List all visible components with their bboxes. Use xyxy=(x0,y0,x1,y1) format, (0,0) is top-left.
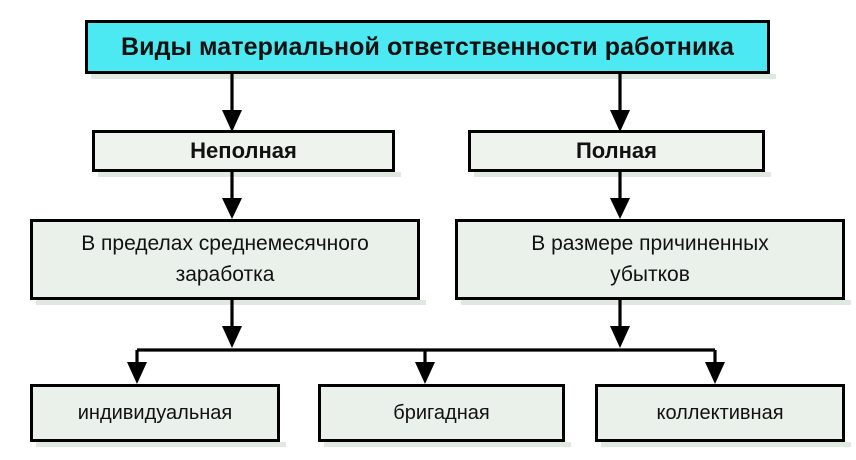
node-avg-earnings: В пределах среднемесячного заработка xyxy=(30,219,420,300)
node-complete-label: Полная xyxy=(575,138,658,164)
shadow-incomplete xyxy=(98,172,401,177)
node-actual-damages-line2: убытков xyxy=(610,262,690,286)
node-brigade-label: бригадная xyxy=(393,401,490,424)
node-collective-label: коллективная xyxy=(656,401,784,424)
node-avg-earnings-line2: заработка xyxy=(175,262,275,286)
arrowhead-avg-to-bar xyxy=(222,326,242,348)
shadow-avg-earnings xyxy=(36,300,426,305)
shadow-title xyxy=(91,74,776,79)
node-individual-label: индивидуальная xyxy=(77,401,233,424)
node-avg-earnings-line1: В пределах среднемесячного xyxy=(81,232,369,256)
arrowhead-incomplete-to-avg xyxy=(222,198,242,219)
arrowhead-complete-to-damages xyxy=(610,198,630,219)
shadow-individual xyxy=(36,442,286,447)
node-individual: индивидуальная xyxy=(30,384,280,442)
arrowhead-root-to-complete xyxy=(610,110,630,132)
arrowhead-bar-to-brigade xyxy=(415,362,435,384)
node-root-label: Виды материальной ответственности работн… xyxy=(120,32,735,61)
node-actual-damages: В размере причиненных убытков xyxy=(455,219,845,300)
arrowhead-bar-to-individual xyxy=(127,362,147,384)
shadow-collective xyxy=(601,442,851,447)
arrowhead-bar-to-collective xyxy=(705,362,725,384)
node-complete: Полная xyxy=(468,130,765,172)
shadow-complete xyxy=(474,172,771,177)
node-brigade: бригадная xyxy=(318,384,565,442)
node-collective: коллективная xyxy=(595,384,845,442)
arrowhead-root-to-incomplete xyxy=(222,110,242,132)
shadow-actual-damages xyxy=(461,300,851,305)
node-root: Виды материальной ответственности работн… xyxy=(85,20,770,74)
arrowhead-damages-to-bar xyxy=(610,326,630,348)
node-incomplete-label: Неполная xyxy=(190,138,297,164)
node-actual-damages-line1: В размере причиненных xyxy=(531,232,769,256)
node-incomplete: Неполная xyxy=(92,130,395,172)
shadow-brigade xyxy=(324,442,571,447)
